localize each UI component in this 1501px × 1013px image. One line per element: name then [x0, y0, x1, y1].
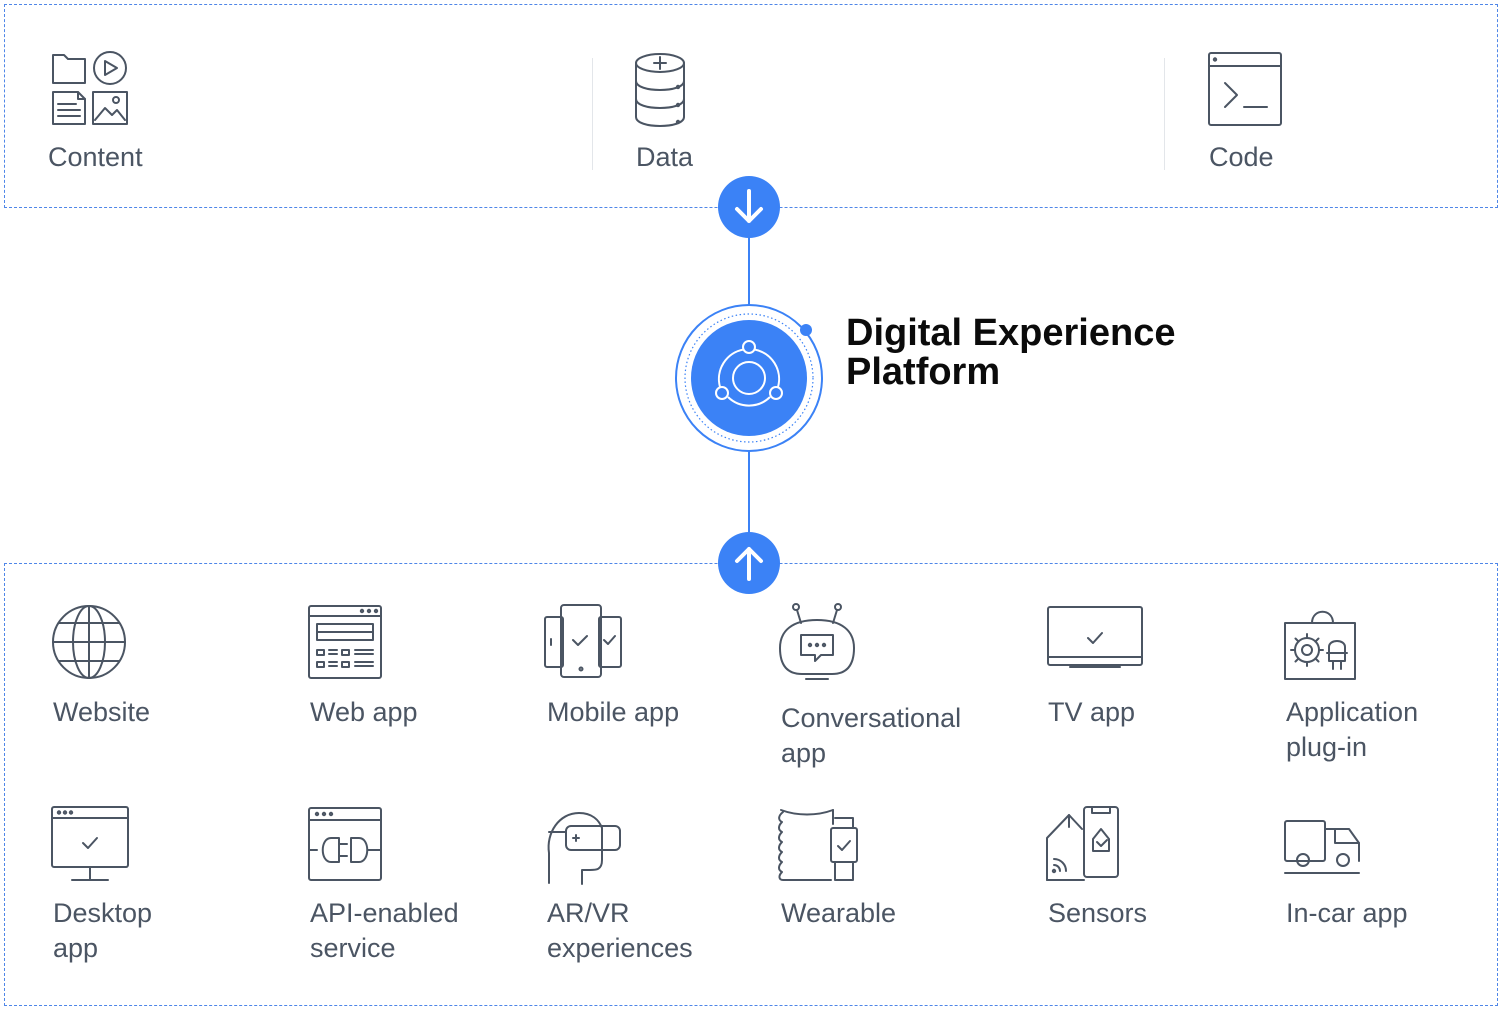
- channel-label-mobile-app: Mobile app: [547, 697, 680, 727]
- channel-label-website: Website: [53, 697, 151, 727]
- source-label-content: Content: [48, 142, 143, 172]
- channel-label-wearable: Wearable: [781, 898, 897, 928]
- divider: [592, 58, 593, 170]
- divider: [1164, 58, 1165, 170]
- mobile-devices-icon: [543, 603, 623, 679]
- source-label-code: Code: [1209, 142, 1274, 172]
- channel-label-desktop-app: Desktop app: [53, 898, 153, 963]
- channel-label-sensors: Sensors: [1048, 898, 1148, 928]
- arrow-up-icon: [718, 532, 780, 594]
- vr-headset-icon: [544, 808, 624, 888]
- terminal-code-icon: [1207, 51, 1283, 127]
- delivery-truck-icon: [1283, 815, 1361, 879]
- channel-label-api-enabled-service: API-enabled service: [310, 898, 459, 963]
- platform-hub-icon: [673, 302, 825, 454]
- channel-label-ar-vr-experiences: AR/VR experiences: [547, 898, 693, 963]
- arrow-down-icon: [718, 176, 780, 238]
- channel-label-in-car-app: In-car app: [1286, 898, 1408, 928]
- channel-label-application-plug-in: Application plug-in: [1286, 697, 1419, 762]
- smartwatch-icon: [777, 806, 859, 884]
- tv-icon: [1046, 605, 1144, 669]
- platform-title: Digital Experience Platform: [846, 312, 1176, 393]
- channel-label-tv-app: TV app: [1048, 697, 1136, 727]
- channel-label-web-app: Web app: [310, 697, 418, 727]
- channel-label-conversational-app: Conversational app: [781, 703, 962, 768]
- sensor-house-icon: [1044, 805, 1122, 883]
- browser-window-icon: [307, 604, 383, 680]
- channels-panel: [4, 563, 1498, 1006]
- source-label-data: Data: [636, 142, 694, 172]
- plugin-bag-icon: [1283, 603, 1359, 681]
- database-icon: [634, 52, 688, 128]
- chat-bot-icon: [777, 603, 857, 681]
- globe-icon: [50, 603, 128, 681]
- desktop-monitor-icon: [50, 805, 130, 883]
- api-plug-icon: [307, 806, 383, 882]
- content-files-icon: [50, 50, 130, 130]
